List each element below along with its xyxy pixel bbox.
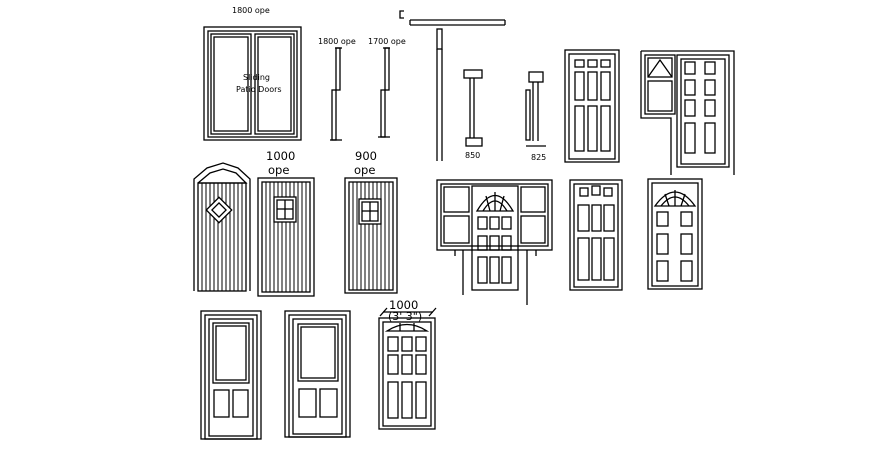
head-jamb-section (399, 10, 506, 161)
half-glazed-door-a (200, 310, 262, 440)
sliding-patio-doors: 1800 ope Sliding Patio Doors (203, 6, 302, 141)
ledged-door-900: 900 ope (344, 149, 398, 294)
ledged-1000-ope-label: ope (268, 163, 289, 177)
frame-section-1800: 1800 ope (318, 37, 356, 141)
section-825-label: 825 (531, 153, 546, 162)
section-850-label: 850 (465, 151, 480, 160)
half-glazed-door-b (284, 310, 351, 438)
six-panel-door-small-lights (569, 179, 623, 291)
fanlight-door (647, 178, 703, 290)
sliding-label: Sliding (243, 73, 270, 82)
patio-doors-label: Patio Doors (236, 85, 282, 94)
frame-1800-label: 1800 ope (318, 37, 356, 46)
ledged-900-ope-label: ope (354, 163, 375, 177)
door-with-sidelights (436, 179, 553, 305)
ledged-door-1000: 1000 ope (257, 149, 315, 297)
arched-ledged-door (193, 162, 251, 292)
ledged-1000-label: 1000 (266, 149, 295, 163)
section-825: 825 (525, 71, 546, 162)
glazed-door-1000: 1000 (3' 3") (378, 298, 437, 430)
sliding-ope-label: 1800 ope (232, 6, 270, 15)
glazed-1000-label: 1000 (389, 298, 418, 312)
section-850: 850 (463, 69, 483, 160)
six-panel-door-top-lights (564, 49, 620, 163)
frame-1700-label: 1700 ope (368, 37, 406, 46)
door-with-side-window (640, 50, 735, 175)
frame-section-1700: 1700 ope (368, 37, 406, 138)
glazed-1000-imperial-label: (3' 3") (388, 310, 422, 323)
ledged-900-label: 900 (355, 149, 377, 163)
